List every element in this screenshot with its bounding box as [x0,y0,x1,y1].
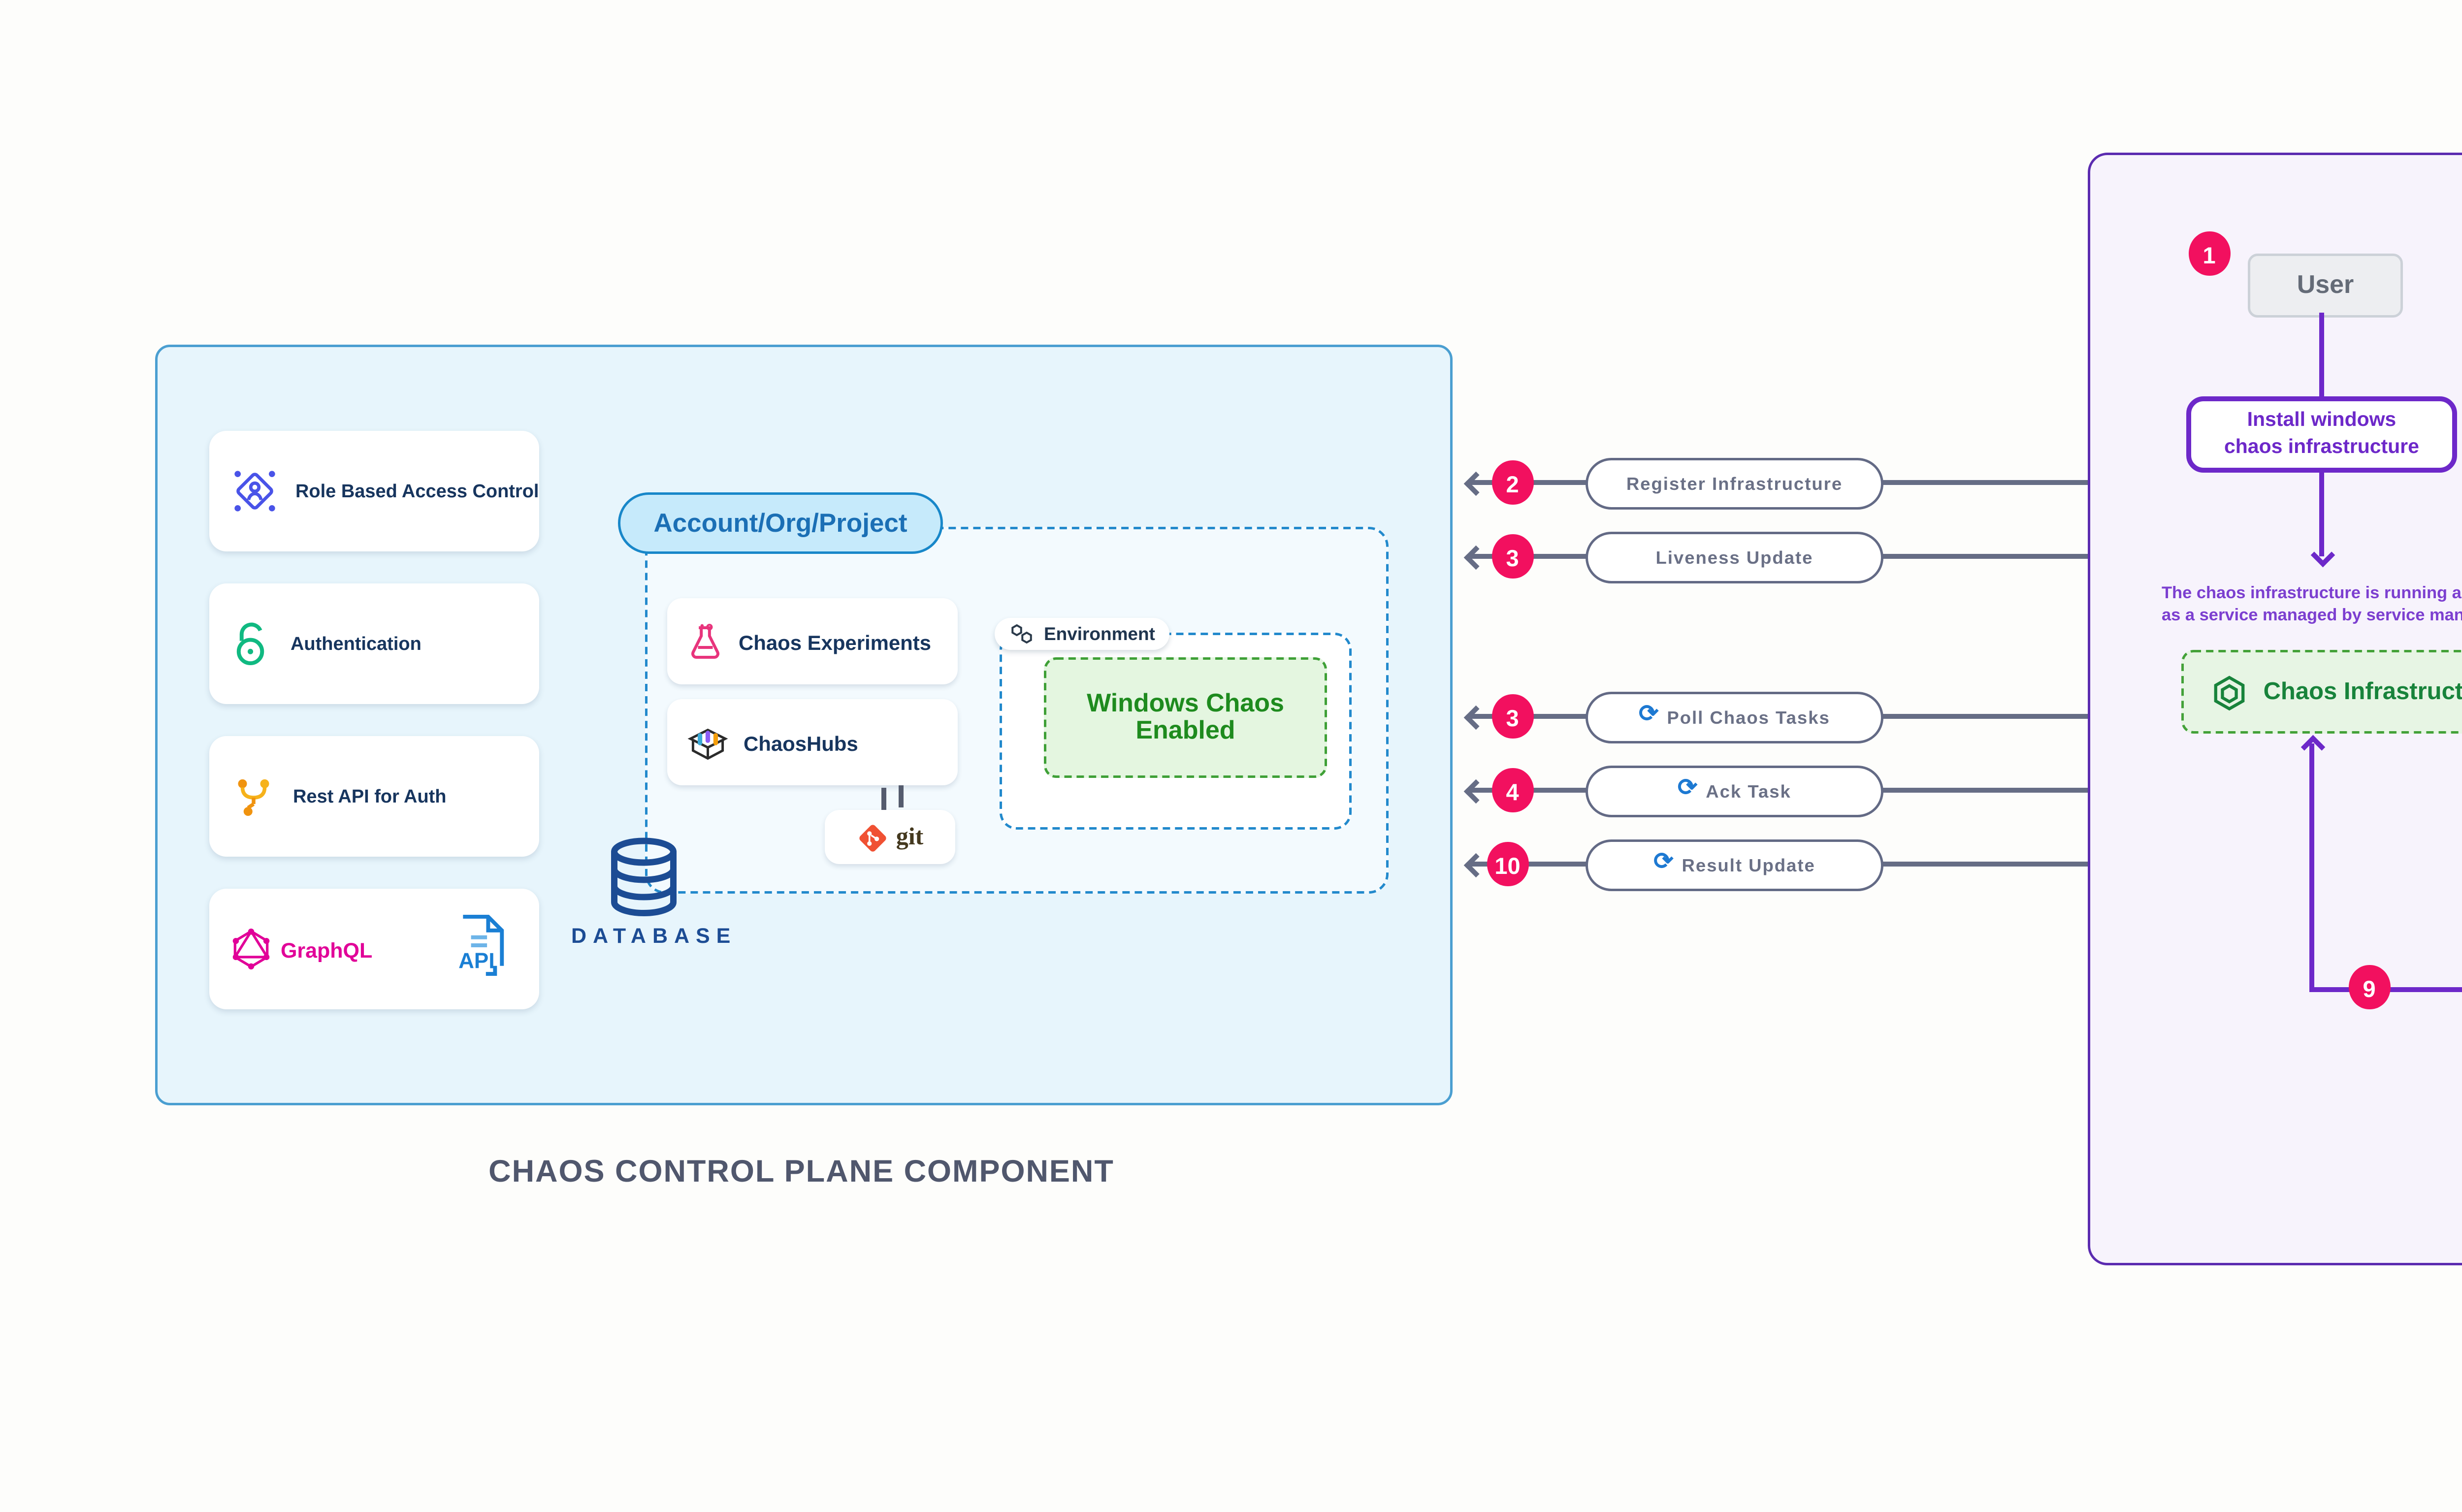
connector-badge: 10 [1487,842,1528,886]
connector-label-pill: Liveness Update [1586,530,1883,582]
connector-badge: 3 [1492,694,1533,739]
database-label: DATABASE [571,923,737,948]
git-sync-down-line [899,785,903,807]
chaos-infrastructure-label: Chaos Infrastructure [2263,678,2462,706]
rbac-icon [234,471,275,512]
connector-label: Ack Task [1706,779,1791,802]
card-graphql: GraphQL API [209,889,539,1009]
control-plane-title: CHAOS CONTROL PLANE COMPONENT [488,1155,1114,1189]
connector-arrow-left-icon [1463,544,1489,569]
step-badge-1: 1 [2189,231,2230,276]
sync-icon: ⟳ [1678,776,1699,804]
auth-lock-icon [236,622,264,666]
connector-arrow-left-icon [1463,852,1489,877]
sync-icon: ⟳ [1639,702,1660,730]
flow-line [2319,473,2324,556]
windows-chaos-enabled-label: Windows Chaos Enabled [1087,690,1284,745]
connector-badge: 3 [1492,534,1533,579]
connector-label: Poll Chaos Tasks [1667,705,1830,728]
card-rbac-label: Role Based Access Control [295,480,539,502]
rest-api-icon [238,778,269,815]
note-service: The chaos infrastructure is running and … [2162,586,2462,625]
chaoshubs-label: ChaosHubs [744,730,858,755]
windows-chaos-enabled-box: Windows Chaos Enabled [1044,657,1327,778]
chaos-experiments-card: Chaos Experiments [667,598,958,684]
connector-arrow-left-icon [1463,704,1489,729]
connector-arrow-left-icon [1463,778,1489,803]
chaoshubs-card: ChaosHubs [667,699,958,785]
execution-plane-title: CHAOS EXECUTION PLANE COMPONENT [2088,1329,2462,1364]
user-box: User [2248,254,2403,318]
environment-label: Environment [1044,622,1155,644]
sync-icon: ⟳ [1653,850,1675,877]
git-icon [859,823,886,851]
account-org-project-pill: Account/Org/Project [618,492,943,554]
account-org-project-label: Account/Org/Project [653,508,907,538]
connector-label-pill: ⟳ Poll Chaos Tasks [1586,690,1883,742]
card-rest-api-label: Rest API for Auth [293,785,447,807]
connector-label-pill: ⟳ Ack Task [1586,764,1883,816]
flow-line [2309,743,2314,990]
api-doc-icon: API [455,913,507,990]
git-label: git [896,823,924,851]
flask-icon [691,622,719,658]
chaos-infrastructure-icon [2215,674,2245,709]
connector-badge: 4 [1492,768,1533,812]
install-box: Install windows chaos infrastructure [2186,396,2457,473]
card-rest-api: Rest API for Auth [209,736,539,857]
connector-label-pill: ⟳ Result Update [1586,838,1883,890]
svg-text:API: API [458,949,495,973]
connector-label: Register Infrastructure [1626,471,1843,494]
card-rbac: Role Based Access Control [209,431,539,551]
chaos-infrastructure-box: Chaos Infrastructure [2181,650,2462,734]
connector-badge: 2 [1492,460,1533,505]
flow-line [2319,313,2324,396]
card-graphql-label: GraphQL [281,936,373,962]
environment-pill: Environment [995,616,1170,650]
chaos-experiments-label: Chaos Experiments [739,629,932,654]
database-icon [606,837,682,931]
connector-label: Liveness Update [1655,545,1814,568]
connector-arrow-left-icon [1463,470,1489,495]
git-sync-up-line [881,788,886,810]
git-card: git [825,810,955,864]
connector-label-pill: Register Infrastructure [1586,456,1883,509]
environment-hexagons-icon [1011,623,1032,643]
install-label: Install windows chaos infrastructure [2224,408,2419,457]
chaoshubs-icon [687,728,728,760]
user-label: User [2297,272,2354,299]
step-badge-9: 9 [2349,965,2390,1009]
graphql-icon [232,928,270,970]
card-authentication-label: Authentication [291,633,421,655]
card-authentication: Authentication [209,583,539,704]
connector-label: Result Update [1682,853,1815,875]
